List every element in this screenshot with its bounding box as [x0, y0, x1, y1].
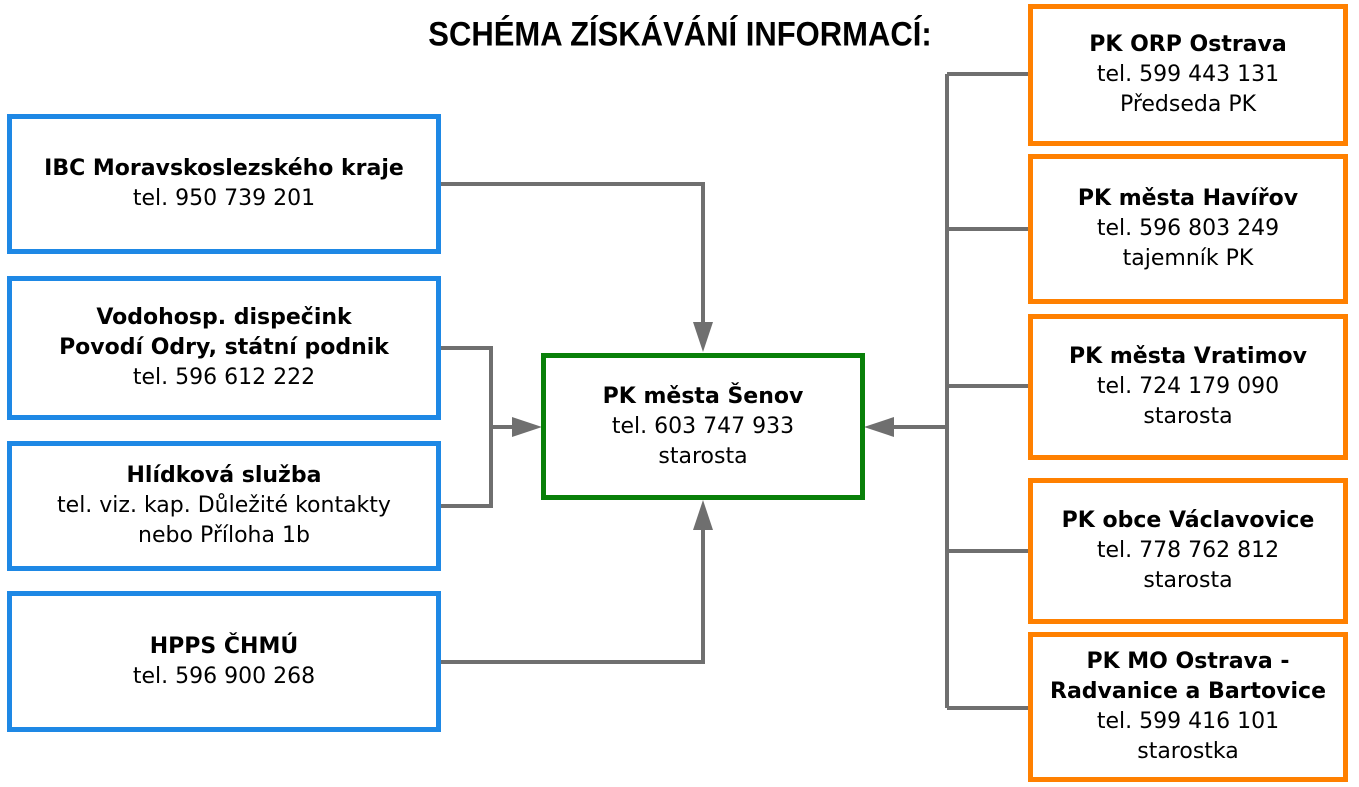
box-detail-line: tel. 596 803 249: [1096, 216, 1280, 241]
box-heading-line: PK města Vratimov: [1069, 344, 1307, 369]
box-heading-line: IBC Moravskoslezského kraje: [44, 156, 404, 181]
box-detail-line: starosta: [1143, 568, 1233, 593]
authority-box-radvanice: PK MO Ostrava - Radvanice a Bartovice tel.…: [1028, 632, 1348, 782]
connector-vodohosp-bracket: [441, 346, 493, 508]
box-detail-line: tel. 599 443 131: [1096, 62, 1280, 87]
box-detail-line: tajemník PK: [1122, 246, 1254, 271]
box-heading-line: PK města Šenov: [602, 383, 804, 409]
authority-box-havirov: PK města Havířov tel. 596 803 249 tajemník…: [1028, 154, 1348, 304]
box-heading-line: Hlídková služba: [126, 463, 322, 488]
box-detail-line: tel. 596 900 268: [132, 663, 316, 689]
box-heading-line: PK města Havířov: [1077, 186, 1299, 211]
box-detail-line: tel. viz. kap. Důležité kontakty: [57, 493, 391, 518]
diagram-title: SCHÉMA ZÍSKÁVÁNÍ INFORMACÍ:: [428, 14, 932, 54]
box-heading-line: PK obce Václavovice: [1061, 508, 1315, 533]
connector-ibc-to-center: [441, 182, 705, 322]
arrow-down-into-center: [693, 322, 713, 352]
box-detail-line: nebo Příloha 1b: [138, 523, 310, 548]
center-box-senov: PK města Šenov tel. 603 747 933 starosta: [541, 353, 865, 500]
arrow-left-into-center: [864, 417, 894, 437]
authority-box-vratimov: PK města Vratimov tel. 724 179 090 starost…: [1028, 314, 1348, 460]
box-detail-line: tel. 603 747 933: [611, 413, 795, 439]
box-heading-line: Radvanice a Bartovice: [1050, 679, 1326, 704]
authority-box-vaclavovice: PK obce Václavovice tel. 778 762 812 staro…: [1028, 478, 1348, 624]
box-heading-line: PK ORP Ostrava: [1089, 32, 1287, 57]
source-box-hlidkova: Hlídková služba tel. viz. kap. Důležité k…: [7, 441, 441, 571]
box-detail-line: tel. 596 612 222: [132, 365, 316, 390]
connector-hpps-to-center: [441, 530, 705, 664]
box-detail-line: tel. 724 179 090: [1096, 374, 1280, 399]
source-box-ibc: IBC Moravskoslezského kraje tel. 950 739 …: [7, 114, 441, 254]
box-detail-line: starosta: [658, 443, 748, 469]
box-detail-line: starostka: [1137, 739, 1239, 764]
box-detail-line: tel. 950 739 201: [132, 186, 316, 211]
arrow-up-into-center: [693, 500, 713, 530]
box-heading-line: HPPS ČHMÚ: [149, 633, 299, 659]
box-heading-line: Vodohosp. dispečink: [96, 305, 352, 330]
box-heading-line: Povodí Odry, státní podnik: [59, 335, 389, 360]
source-box-hpps: HPPS ČHMÚ tel. 596 900 268: [7, 591, 441, 732]
box-detail-line: tel. 778 762 812: [1096, 538, 1280, 563]
box-detail-line: Předseda PK: [1119, 92, 1257, 117]
arrow-right-into-center: [512, 417, 542, 437]
box-detail-line: starosta: [1143, 404, 1233, 429]
box-heading-line: PK MO Ostrava -: [1086, 649, 1290, 674]
box-detail-line: tel. 599 416 101: [1096, 709, 1280, 734]
